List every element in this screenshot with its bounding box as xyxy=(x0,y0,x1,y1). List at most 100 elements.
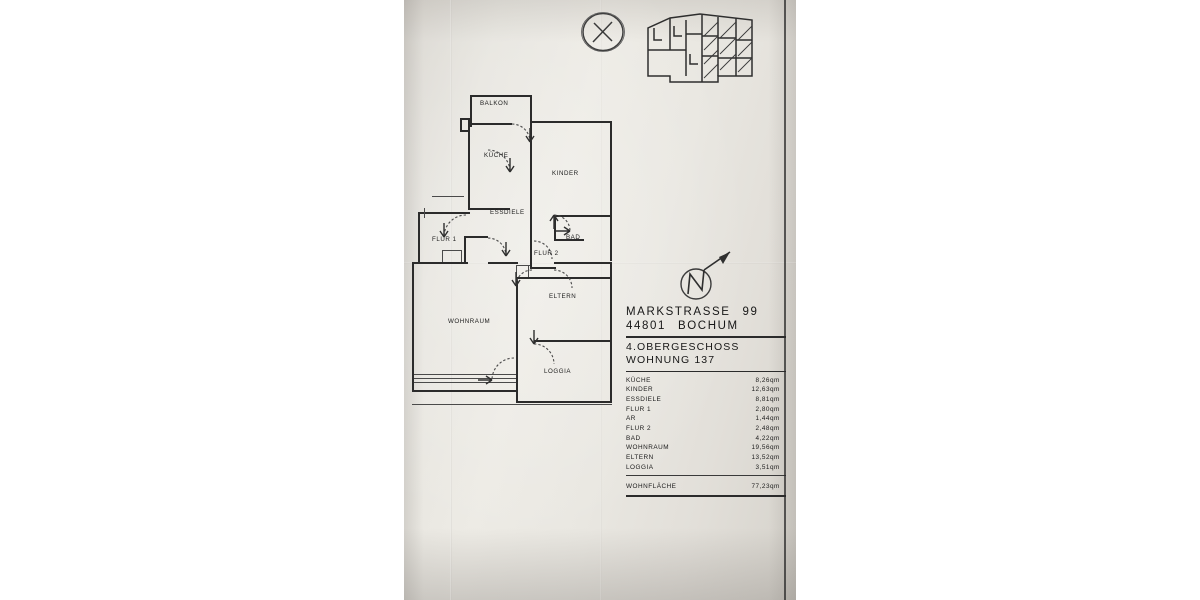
room-name: WOHNRAUM xyxy=(626,444,670,452)
unit-designation: WOHNUNG 137 xyxy=(626,354,786,368)
room-area-unit: qm xyxy=(770,444,780,452)
door-swings xyxy=(439,123,573,385)
room-area-unit: qm xyxy=(770,424,780,432)
wall xyxy=(424,208,426,218)
scanned-floor-plan-photo: X xyxy=(404,0,796,600)
room-label-flur2: FLUR 2 xyxy=(534,250,559,257)
wall xyxy=(516,265,530,267)
slab-edge xyxy=(412,404,612,406)
balcony-rail xyxy=(414,378,516,380)
divider xyxy=(626,475,786,477)
balcony-rail xyxy=(414,382,516,384)
room-area-unit: qm xyxy=(770,434,780,442)
room-label-kueche: KÜCHE xyxy=(484,152,509,159)
paper-crease-mid xyxy=(600,0,602,600)
wall xyxy=(488,262,518,265)
north-arrow-icon xyxy=(676,248,736,306)
table-row: WOHNFLÄCHE 77,23 qm xyxy=(626,479,786,492)
wall xyxy=(530,121,612,124)
wall xyxy=(554,239,584,242)
wall xyxy=(470,123,512,126)
room-label-essdiele: ESSDIELE xyxy=(490,209,525,216)
ar-closet xyxy=(461,250,463,262)
room-area: 2,80 xyxy=(755,405,770,413)
room-area: 12,63 xyxy=(751,386,770,394)
wall xyxy=(610,262,613,402)
wall xyxy=(418,212,470,215)
total-unit: qm xyxy=(770,483,780,491)
room-area: 4,22 xyxy=(755,434,770,442)
room-name: FLUR 2 xyxy=(626,424,652,432)
wall xyxy=(534,340,612,343)
wall xyxy=(460,118,463,132)
street-name: MARKSTRASSE xyxy=(626,306,731,318)
room-area: 13,52 xyxy=(751,454,770,462)
wall xyxy=(470,95,473,127)
wall xyxy=(530,95,533,125)
postal-code: 44801 xyxy=(626,320,666,332)
wall xyxy=(412,262,468,265)
wall xyxy=(516,277,519,357)
wall xyxy=(516,265,518,277)
ar-closet xyxy=(442,250,444,262)
room-label-loggia: LOGGIA xyxy=(544,368,572,375)
wall xyxy=(554,262,612,265)
room-label-bad: BAD xyxy=(566,234,581,241)
wall xyxy=(460,118,470,121)
wall xyxy=(554,215,612,218)
ar-closet xyxy=(442,250,462,252)
street-number: 99 xyxy=(742,306,759,318)
total-area: 77,23 xyxy=(751,483,770,491)
room-label-balkon: BALKON xyxy=(480,100,509,107)
wall xyxy=(412,264,415,392)
room-area-unit: qm xyxy=(770,376,780,384)
divider xyxy=(626,370,786,373)
room-area-unit: qm xyxy=(770,395,780,403)
room-name: KINDER xyxy=(626,386,654,394)
wall xyxy=(516,401,612,404)
address-line-city: 44801 BOCHUM xyxy=(626,319,786,333)
room-area-unit: qm xyxy=(770,463,780,471)
wall xyxy=(418,212,421,264)
room-name: ESSDIELE xyxy=(626,395,662,403)
divider xyxy=(626,336,786,338)
room-area-unit: qm xyxy=(770,415,780,423)
room-label-wohnraum: WOHNRAUM xyxy=(448,318,491,325)
room-area: 1,44 xyxy=(755,415,770,423)
city-name: BOCHUM xyxy=(677,320,739,332)
room-area: 2,48 xyxy=(755,424,770,432)
wall xyxy=(468,208,510,211)
room-area-unit: qm xyxy=(770,454,780,462)
room-area: 8,81 xyxy=(755,395,770,403)
room-name: LOGGIA xyxy=(626,463,654,471)
room-area-unit: qm xyxy=(770,386,780,394)
wall xyxy=(554,215,557,241)
circled-x-mark: X xyxy=(580,10,626,54)
wall xyxy=(412,390,518,393)
room-area-unit: qm xyxy=(770,405,780,413)
wall xyxy=(470,95,532,98)
total-label: WOHNFLÄCHE xyxy=(626,483,677,491)
sheet-border-right xyxy=(784,0,786,600)
room-name: FLUR 1 xyxy=(626,405,652,413)
wall xyxy=(516,277,612,280)
divider xyxy=(626,495,786,497)
room-label-eltern: ELTERN xyxy=(549,293,577,300)
room-label-flur1: FLUR 1 xyxy=(432,236,457,243)
wall xyxy=(516,355,519,403)
wall xyxy=(530,121,533,241)
wall xyxy=(432,196,464,198)
wall xyxy=(530,267,556,270)
